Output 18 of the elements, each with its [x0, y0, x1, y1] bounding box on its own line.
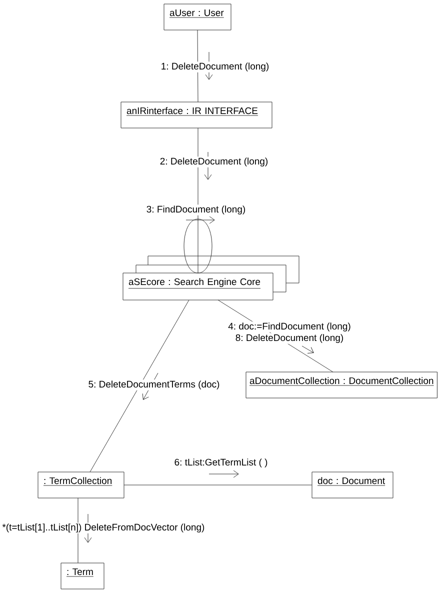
message-label: *(t=tList[1]..tList[n]) DeleteFromDocVector (long) — [1, 522, 206, 534]
message-label: 4: doc:=FindDocument (long) — [227, 322, 352, 332]
message-label: 8: DeleteDocument (long) — [234, 333, 345, 344]
message-label: 1: DeleteDocument (long) — [160, 62, 270, 72]
message-label: 3: FindDocument (long) — [145, 204, 247, 216]
object-box: aUser : User — [164, 4, 232, 30]
link-line — [124, 484, 312, 486]
link-line — [90, 300, 190, 472]
object-box: : TermCollection — [38, 472, 124, 498]
message-label: 5: DeleteDocumentTerms (doc) — [87, 380, 221, 390]
object-box: aDocumentCollection : DocumentCollection — [246, 372, 438, 398]
object-box: anIRinterface : IR INTERFACE — [120, 102, 272, 128]
stacked-object-box: aSEcore : Search Engine Core — [122, 256, 300, 300]
message-label: 6: tList:GetTermList ( ) — [173, 458, 269, 468]
message-label: 2: DeleteDocument (long) — [158, 156, 270, 168]
self-link-loop — [184, 218, 212, 274]
object-box: : Term — [60, 562, 104, 590]
object-box: doc : Document — [312, 472, 394, 498]
